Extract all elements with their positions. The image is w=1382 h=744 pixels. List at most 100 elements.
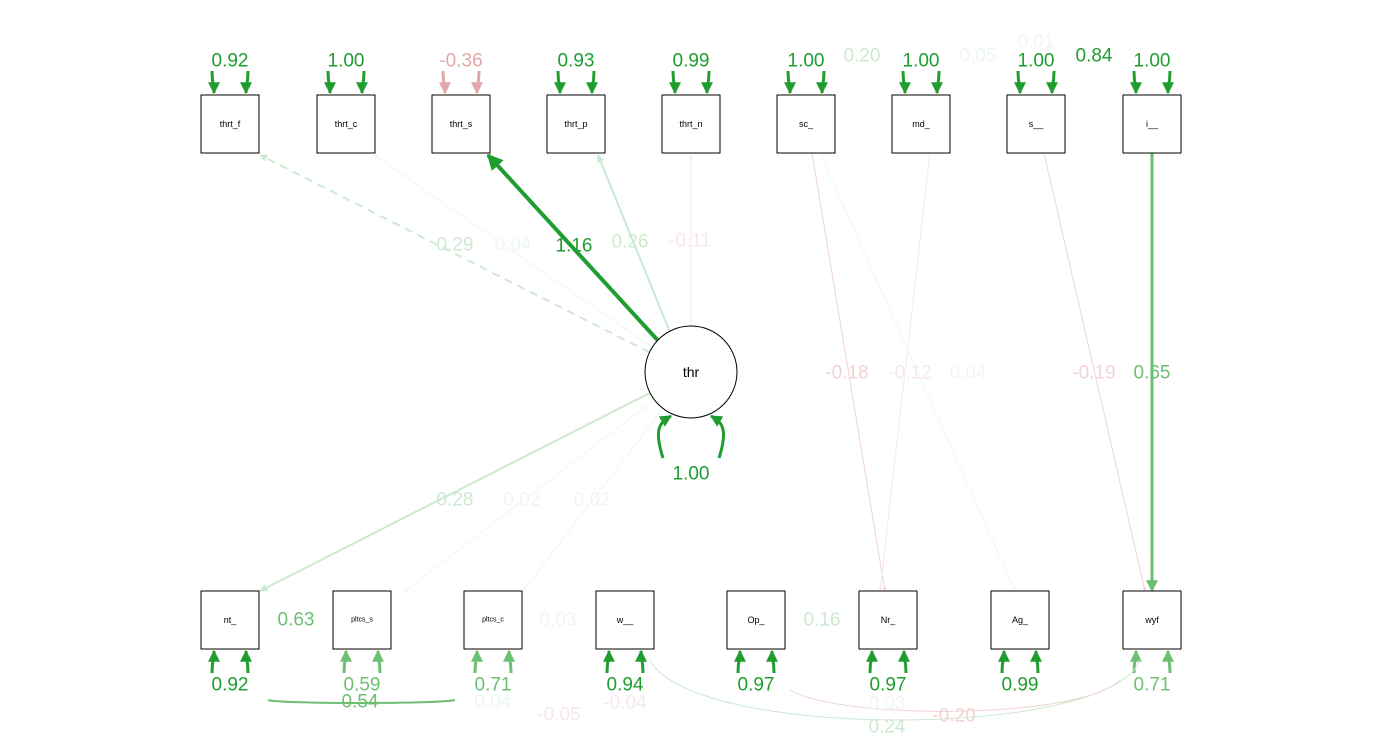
residual-arrow: [668, 70, 681, 95]
covariance-label: 0.24: [869, 717, 906, 738]
observed-node: [1122, 94, 1182, 154]
covariance-label: -0.04: [603, 693, 647, 714]
covariance-label: 0.01: [1018, 32, 1055, 53]
top-residual-label: -0.36: [439, 51, 482, 72]
loading-edge: [373, 154, 653, 348]
regression-label: 0.65: [1134, 363, 1171, 384]
loading-label: 0.26: [612, 232, 649, 253]
top-residual-label: 0.99: [673, 51, 710, 72]
residual-arrow: [356, 70, 369, 95]
bottom-residual-label: 0.97: [738, 675, 775, 696]
top-residual-label: 1.00: [903, 51, 940, 72]
residual-arrow: [1162, 649, 1175, 674]
covariance-label: 0.20: [844, 46, 881, 67]
covariance-label: 0.63: [278, 610, 315, 631]
observed-node: [431, 94, 491, 154]
residual-arrow: [1162, 70, 1175, 95]
regression-edge: [811, 152, 887, 592]
bottom-residual-label: 0.97: [870, 675, 907, 696]
top-residual-label: 0.92: [212, 51, 249, 72]
bottom-residual-label: 0.59: [344, 675, 381, 696]
residual-arrow: [1030, 649, 1043, 674]
node-label: Ag_: [1012, 615, 1029, 625]
node-label: thrt_f: [220, 119, 241, 129]
bottom-residual-label: 0.71: [1134, 675, 1171, 696]
residual-arrow: [372, 649, 385, 674]
regression-label: -0.18: [825, 363, 868, 384]
edges-layer: [207, 70, 1175, 721]
loading-edge: [597, 154, 671, 332]
node-label: Op_: [747, 615, 765, 625]
loading-edge: [486, 153, 660, 342]
loading-edge: [404, 399, 655, 592]
residual-arrow: [1046, 70, 1059, 95]
covariance-label: 0.84: [1076, 46, 1113, 67]
regression-label: -0.19: [1072, 363, 1115, 384]
residual-arrow: [339, 649, 352, 674]
residual-arrow: [438, 70, 451, 95]
residual-arrow: [766, 649, 779, 674]
residual-arrow: [783, 70, 796, 95]
node-label: w__: [616, 615, 635, 625]
residual-arrow: [898, 649, 911, 674]
covariance-label: 0.03: [540, 610, 577, 631]
observed-node: [990, 590, 1050, 650]
latent-variance-arc: [709, 414, 725, 459]
bottom-residual-label: 0.71: [475, 675, 512, 696]
observed-node: [595, 590, 655, 650]
residual-arrow: [701, 70, 714, 95]
bottom-residual-label: 0.92: [212, 675, 249, 696]
observed-node: [1006, 94, 1066, 154]
bottom-residual-label: 0.94: [607, 675, 644, 696]
top-residual-label: 1.00: [328, 51, 365, 72]
observed-node: [316, 94, 376, 154]
residual-arrow: [207, 70, 220, 95]
covariance-edge: [789, 679, 1121, 712]
residual-arrow: [816, 70, 829, 95]
residual-arrow: [470, 649, 483, 674]
covariance-label: -0.05: [537, 705, 580, 726]
node-label: thrt_s: [450, 119, 473, 129]
node-label: Nr_: [881, 615, 896, 625]
observed-node: [891, 94, 951, 154]
residual-arrow: [602, 649, 615, 674]
node-label: md_: [912, 119, 931, 129]
regression-edge: [819, 152, 1016, 592]
latent-node: [644, 325, 738, 419]
latent-variance-label: 1.00: [673, 464, 710, 485]
residual-arrow: [586, 70, 599, 95]
node-label: pltcs_s: [351, 617, 373, 624]
covariance-label: 0.03: [869, 694, 906, 715]
node-label: pltcs_c: [482, 617, 504, 624]
node-label: sc_: [799, 119, 814, 129]
node-label: thrt_n: [679, 119, 702, 129]
node-label: thrt_p: [564, 119, 587, 129]
residual-arrow: [733, 649, 746, 674]
top-residual-label: 0.93: [558, 51, 595, 72]
residual-arrow: [207, 649, 220, 674]
residual-arrow: [1129, 70, 1142, 95]
bottom-residual-label: 0.99: [1002, 675, 1039, 696]
node-label: i__: [1146, 119, 1159, 129]
loading-label: 0.29: [437, 235, 474, 256]
residual-arrow: [1013, 70, 1026, 95]
observed-node: [776, 94, 836, 154]
residual-arrow: [635, 649, 648, 674]
top-residual-label: 1.00: [1018, 51, 1055, 72]
top-residual-label: 1.00: [788, 51, 825, 72]
observed-node: [200, 590, 260, 650]
loading-edge: [522, 408, 664, 592]
covariance-label: -0.20: [932, 706, 975, 727]
observed-node: [726, 590, 786, 650]
residual-arrow: [323, 70, 336, 95]
observed-node: [463, 590, 523, 650]
observed-node: [1122, 590, 1182, 650]
residual-arrow: [471, 70, 484, 95]
node-label: s__: [1029, 119, 1045, 129]
loading-label: 0.02: [504, 490, 541, 511]
residual-arrow: [240, 70, 253, 95]
regression-edge: [878, 152, 931, 592]
node-label: nt_: [224, 615, 238, 625]
